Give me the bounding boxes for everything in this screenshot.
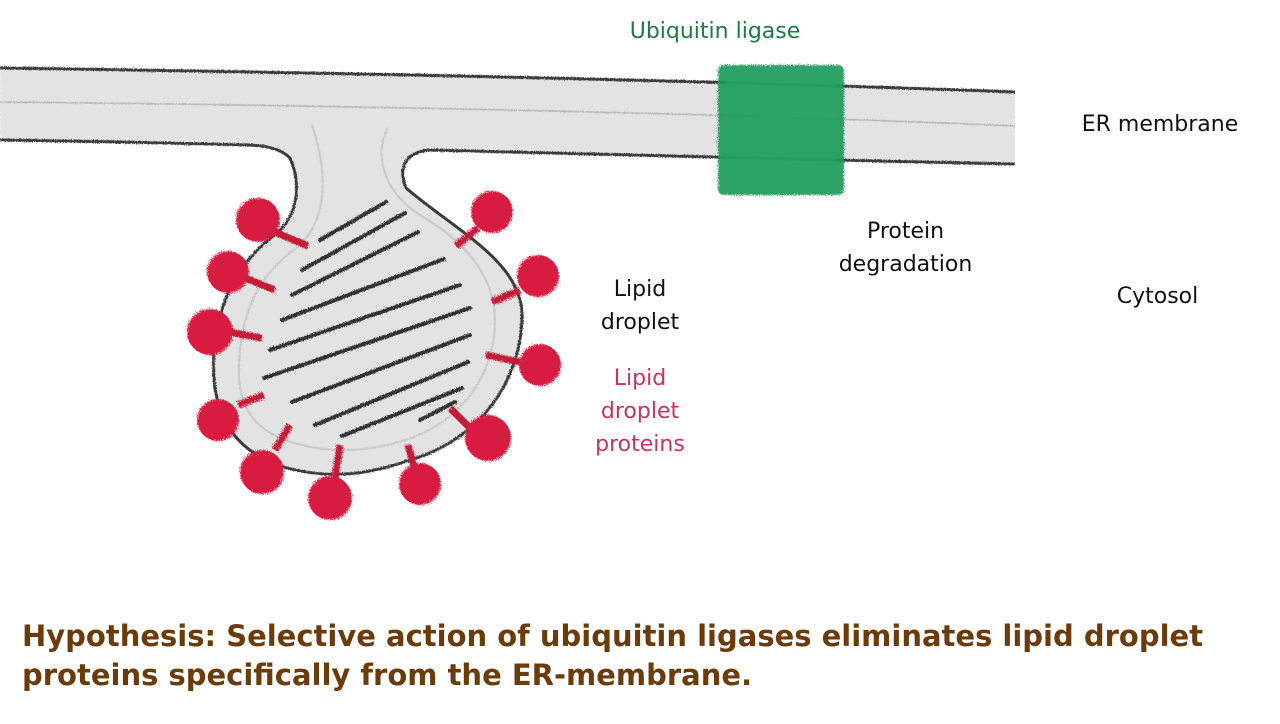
protein-degradation-label: Protein degradation (838, 219, 973, 277)
er-membrane-bottom-line (0, 138, 1016, 476)
ld-protein (447, 405, 511, 461)
lipid-stripe (313, 360, 470, 427)
lipid-stripe (290, 230, 420, 297)
hypothesis-text: Hypothesis: Selective action of ubiquiti… (22, 619, 1204, 692)
lipid-droplet-proteins-label: Lipid droplet proteins (595, 366, 685, 457)
ld-protein (308, 444, 352, 520)
lipid-droplet-proteins (187, 191, 561, 520)
er-membrane-top-line (0, 66, 1016, 94)
ld-protein (187, 309, 263, 355)
ld-protein (240, 423, 294, 494)
lipid-droplet-core (262, 200, 472, 438)
lipid-stripe (318, 200, 388, 242)
lipid-stripe (268, 283, 462, 352)
lipid-stripe (418, 400, 457, 422)
lipid-droplet-label: Lipid droplet (600, 277, 680, 335)
ld-protein (207, 251, 277, 294)
er-membrane (0, 66, 1016, 476)
ld-protein (197, 391, 266, 441)
ld-protein (236, 198, 310, 250)
er-membrane-label: ER membrane (1081, 112, 1239, 137)
lipid-stripe (262, 306, 472, 380)
cytosol-label: Cytosol (1116, 284, 1199, 309)
ubiquitin-ligase-shape (718, 65, 844, 195)
lipid-stripe (340, 386, 464, 438)
ubiquitin-ligase-label: Ubiquitin ligase (629, 19, 801, 44)
lipid-stripe (280, 257, 446, 322)
ld-protein (399, 444, 441, 505)
lipid-stripe (290, 333, 472, 404)
lipid-droplet-inner-line (237, 124, 497, 452)
lipid-stripe (300, 211, 407, 272)
ld-protein (490, 255, 559, 306)
ld-protein (453, 191, 513, 249)
er-membrane-inner-line (0, 101, 1016, 127)
er-membrane-fill (0, 68, 1015, 475)
ld-protein (485, 344, 561, 386)
